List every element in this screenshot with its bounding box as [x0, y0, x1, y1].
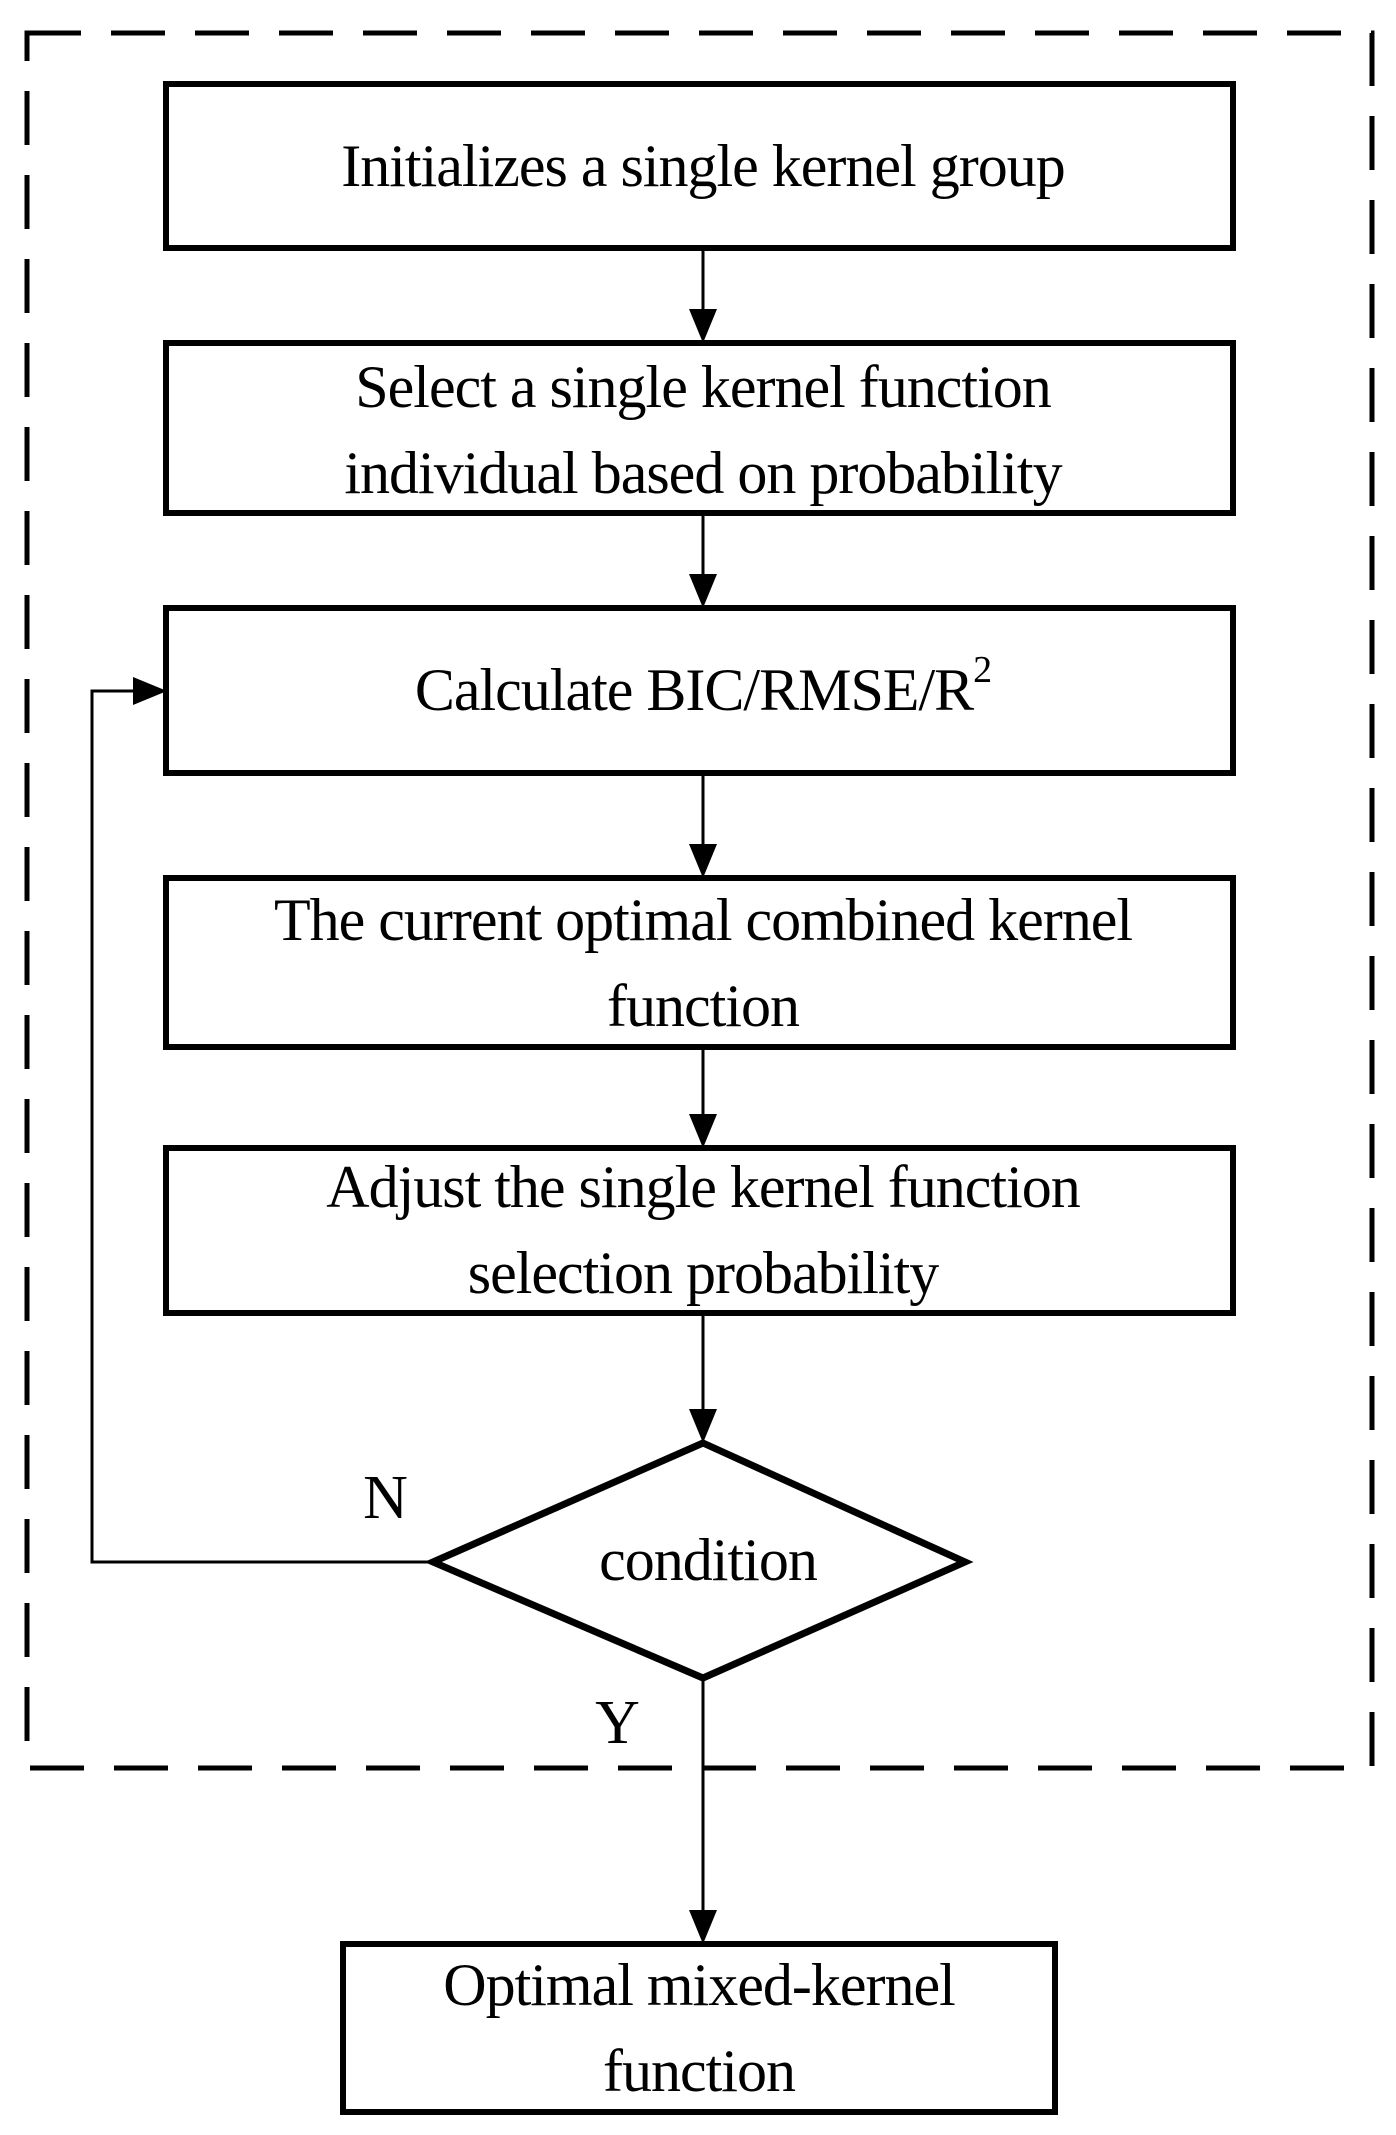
- process-box-select-label-line2: individual based on probability: [344, 440, 1062, 506]
- terminal-box-optimal-label-line1: Optimal mixed-kernel: [443, 1952, 955, 2018]
- process-box-adjust-label-line1: Adjust the single kernel function: [326, 1154, 1081, 1220]
- calculate-label-superscript: 2: [973, 649, 991, 691]
- process-box-select: [163, 340, 1236, 516]
- arrowhead-icon: [689, 1910, 717, 1944]
- process-box-calculate-label: Calculate BIC/RMSE/R2: [415, 649, 991, 723]
- process-box-adjust: [163, 1145, 1236, 1316]
- arrowhead-icon: [689, 1409, 717, 1443]
- terminal-box-optimal-label-line2: function: [603, 2038, 796, 2104]
- terminal-box-optimal: [340, 1941, 1058, 2115]
- calculate-label-main: Calculate BIC/RMSE/R: [415, 657, 974, 723]
- process-box-current-optimal: [163, 875, 1236, 1050]
- process-box-current-optimal-label-line1: The current optimal combined kernel: [274, 887, 1132, 953]
- process-box-initialize: [163, 81, 1236, 251]
- loop-edge-no-branch: [90, 689, 433, 1564]
- branch-label-no: N: [363, 1464, 407, 1532]
- process-box-initialize-label: Initializes a single kernel group: [341, 133, 1064, 199]
- process-box-adjust-label-line2: selection probability: [468, 1240, 940, 1306]
- process-box-calculate: [163, 605, 1236, 776]
- dashed-loop-boundary: [24, 30, 1375, 1771]
- arrowhead-icon: [689, 309, 717, 343]
- arrowhead-icon: [689, 1114, 717, 1148]
- process-box-select-label-line1: Select a single kernel function: [355, 354, 1051, 420]
- arrowhead-icon: [689, 844, 717, 878]
- branch-label-yes: Y: [595, 1689, 639, 1757]
- decision-diamond-condition-label: condition: [599, 1527, 818, 1593]
- process-box-current-optimal-label-line2: function: [607, 973, 800, 1039]
- arrowhead-icon: [689, 574, 717, 608]
- arrowhead-icon: [133, 677, 167, 705]
